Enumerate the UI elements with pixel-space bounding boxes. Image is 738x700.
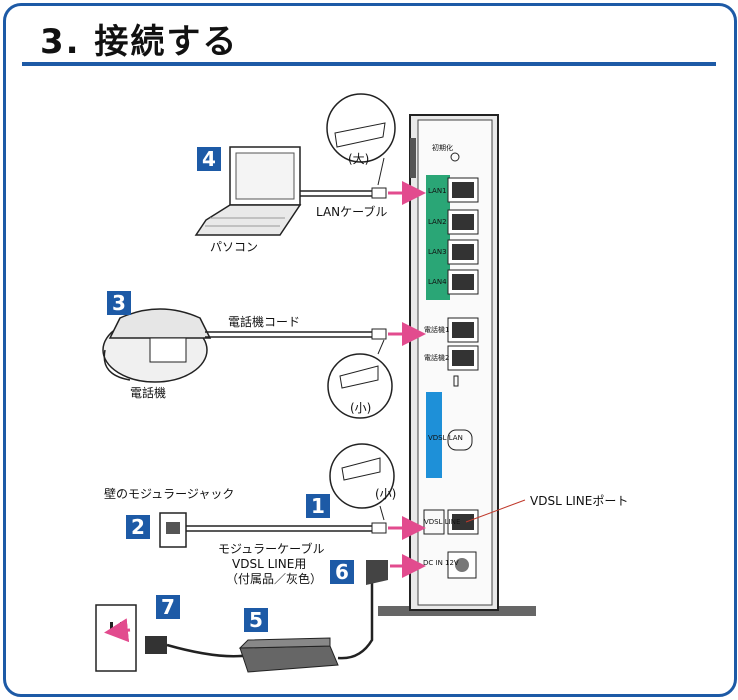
lan4-port bbox=[452, 274, 474, 290]
lan-panel bbox=[426, 175, 450, 300]
lan-cable bbox=[300, 181, 426, 205]
step-badge-6: 6 bbox=[330, 560, 354, 584]
tel2-label: 電話機2 bbox=[424, 353, 449, 362]
vdsl-line-port bbox=[452, 514, 474, 530]
ac-adapter bbox=[238, 580, 374, 673]
phone-illustration bbox=[102, 308, 212, 383]
modular-connector-callout bbox=[329, 443, 395, 521]
lan3-port bbox=[452, 244, 474, 260]
power-plug bbox=[145, 636, 251, 658]
init-button bbox=[450, 152, 460, 162]
step-badge-2: 2 bbox=[126, 515, 150, 539]
step-number-1: 1 bbox=[311, 494, 325, 518]
page-title: 3. 接続する bbox=[40, 22, 239, 62]
connector-large-label: (大) bbox=[348, 152, 369, 166]
wall-jack-illustration bbox=[159, 512, 187, 548]
modular-cable bbox=[186, 516, 426, 540]
lan-connector-callout bbox=[326, 93, 396, 186]
router-device: 初期化 LAN1 LAN2 LAN3 LAN4 電話機1 電話機2 VDSL L… bbox=[378, 114, 536, 616]
vdsl-lan-label: VDSL LAN bbox=[428, 434, 463, 442]
step-badge-4: 4 bbox=[197, 147, 221, 171]
step-badge-5: 5 bbox=[244, 608, 268, 632]
pc-label: パソコン bbox=[210, 240, 258, 254]
step-badge-1: 1 bbox=[306, 494, 330, 518]
step-badge-7: 7 bbox=[156, 595, 180, 619]
lan1-label: LAN1 bbox=[428, 187, 447, 195]
lan-cable-label: LANケーブル bbox=[316, 204, 387, 219]
vdsl-line-label: VDSL LINE bbox=[424, 518, 460, 526]
connector-small-label-1: (小) bbox=[350, 401, 371, 415]
vdsl-port-pointer bbox=[465, 499, 526, 523]
title-underline bbox=[22, 62, 716, 66]
pc-illustration bbox=[194, 146, 302, 236]
vdsl-lan-panel bbox=[426, 392, 442, 478]
phone-cord-label: 電話機コード bbox=[228, 314, 300, 329]
dc-in-jack bbox=[455, 558, 469, 572]
lan3-label: LAN3 bbox=[428, 248, 447, 256]
step-number-4: 4 bbox=[202, 147, 216, 171]
step-number-3: 3 bbox=[112, 291, 126, 315]
wall-jack-label: 壁のモジュラージャック bbox=[104, 486, 234, 501]
phone-label: 電話機 bbox=[130, 385, 166, 400]
lan4-label: LAN4 bbox=[428, 278, 447, 286]
lan2-label: LAN2 bbox=[428, 218, 447, 226]
phone-cord bbox=[205, 322, 426, 346]
dc-in-label: DC IN 12V bbox=[423, 559, 459, 567]
phone-connector-callout bbox=[327, 339, 393, 419]
step-badge-3: 3 bbox=[107, 291, 131, 315]
dc-plug bbox=[366, 554, 426, 585]
step-number-6: 6 bbox=[335, 560, 349, 584]
step-number-5: 5 bbox=[249, 608, 263, 632]
vdsl-port-label: VDSL LINEポート bbox=[530, 494, 628, 508]
modular-cable-label-3: （付属品／灰色） bbox=[226, 572, 322, 586]
modular-cable-label-1: モジュラーケーブル bbox=[218, 541, 324, 556]
step-number-2: 2 bbox=[131, 515, 145, 539]
init-label: 初期化 bbox=[432, 143, 453, 152]
tel1-port bbox=[452, 322, 474, 338]
outlet-illustration bbox=[95, 604, 137, 672]
modular-cable-label-2: VDSL LINE用 bbox=[232, 557, 306, 571]
step-number-7: 7 bbox=[161, 595, 175, 619]
tel1-label: 電話機1 bbox=[424, 325, 449, 334]
lan1-port bbox=[452, 182, 474, 198]
lan2-port bbox=[452, 214, 474, 230]
connector-small-label-2: (小) bbox=[375, 487, 396, 501]
tel2-port bbox=[452, 350, 474, 366]
